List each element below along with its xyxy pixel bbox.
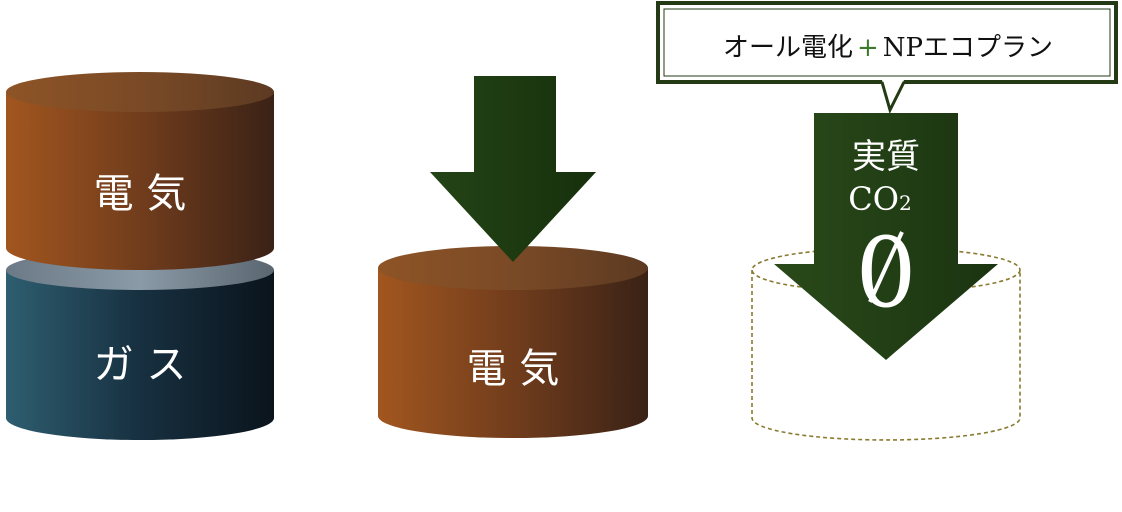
plan-callout-plus: + bbox=[857, 33, 879, 63]
arrow-line2-main: CO bbox=[848, 180, 899, 218]
arrow-line1: 実質 bbox=[852, 137, 920, 177]
electric-cylinder-single bbox=[378, 246, 648, 438]
zero-co2-group: オール電化+NPエコプラン 実質 CO2 0 bbox=[656, 1, 1118, 441]
stacked-cylinders: 電 気 ガ ス bbox=[6, 72, 274, 440]
electric-label-middle: 電 気 bbox=[467, 346, 560, 392]
plan-callout: オール電化+NPエコプラン bbox=[656, 1, 1118, 115]
gas-label: ガ ス bbox=[94, 342, 187, 388]
electric-cylinder-top bbox=[6, 72, 274, 270]
down-arrow-icon bbox=[430, 76, 596, 262]
plan-callout-text-before: オール電化 bbox=[723, 33, 853, 63]
zero-value: 0 bbox=[855, 217, 916, 329]
electric-label-left: 電 気 bbox=[94, 171, 187, 217]
plan-callout-text: オール電化+NPエコプラン bbox=[723, 33, 1053, 63]
zero-co2-arrow-icon bbox=[774, 113, 998, 360]
electric-only-group: 電 気 bbox=[378, 76, 648, 438]
arrow-line2-sub: 2 bbox=[899, 191, 912, 215]
zero-slash bbox=[868, 231, 904, 303]
arrow-line2: CO2 bbox=[848, 180, 911, 218]
plan-callout-text-after: NPエコプラン bbox=[883, 33, 1053, 63]
